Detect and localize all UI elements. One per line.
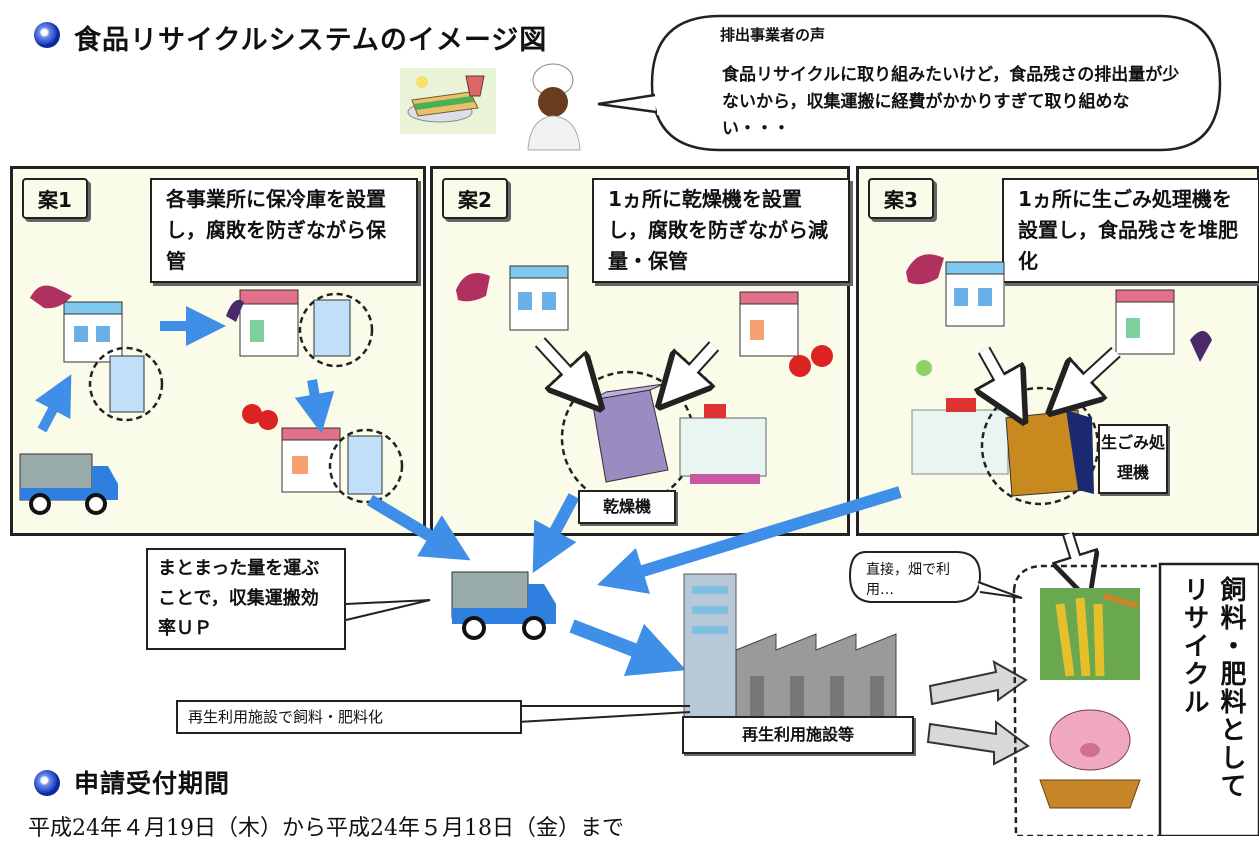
transport-note: まとまった量を運ぶことで，収集運搬効率ＵＰ [146,548,346,650]
plan2-store-a [456,265,569,331]
plan3-store-a [906,254,1005,327]
facility-label: 再生利用施設等 [682,716,914,754]
plan3-store-b [1115,289,1212,362]
vertical-label-box [1158,562,1259,836]
central-truck [451,571,556,640]
plan3-tag: 案3 [868,178,934,219]
period-bullet-icon [34,770,60,796]
period-heading: 申請受付期間 [74,769,231,798]
plan1-store-a [30,285,123,363]
dryer-label: 乾燥機 [578,490,676,524]
facility-note: 再生利用施設で飼料・肥料化 [176,700,522,734]
plan1-tag: 案1 [22,178,88,219]
plan1-store-b [226,289,299,357]
plan2-facility [679,404,767,484]
speech-text: 食品リサイクルに取り組みたいけど，食品残さの排出量が少ないから，収集運搬に経費が… [722,65,1180,139]
plan1-store-c [242,404,341,493]
page-title: 食品リサイクルシステムのイメージ図 [74,25,548,56]
plan1-note: 各事業所に保冷庫を設置し，腐敗を防ぎながら保管 [150,178,418,283]
direct-use-bubble: 直接，畑で利用… [866,562,950,598]
recycling-facility [683,573,897,725]
plan1-cooler-a [109,355,145,413]
plan3-note: 1ヵ所に生ごみ処理機を設置し，食品残さを堆肥化 [1002,178,1259,283]
speech-heading: 排出事業者の声 [720,26,826,44]
crops-icon [1040,588,1140,680]
processor-label: 生ごみ処理機 [1098,424,1168,494]
title-bullet-icon [34,22,60,48]
plan2-note: 1ヵ所に乾燥機を設置し，腐敗を防ぎながら減量・保管 [592,178,850,283]
plan2-store-b [739,291,833,377]
recycle-vertical-label: 飼料・肥料としてリサイクル [1179,576,1246,800]
dryer-machine [591,383,669,483]
pig-icon [1039,709,1141,809]
plan1-truck [19,453,118,515]
period-text: 平成24年４月19日（木）から平成24年５月18日（金）まで [28,816,624,841]
plan1-cooler-circle-a [88,346,164,422]
plan2-tag: 案2 [442,178,508,219]
garbage-processor-machine [1005,409,1094,497]
